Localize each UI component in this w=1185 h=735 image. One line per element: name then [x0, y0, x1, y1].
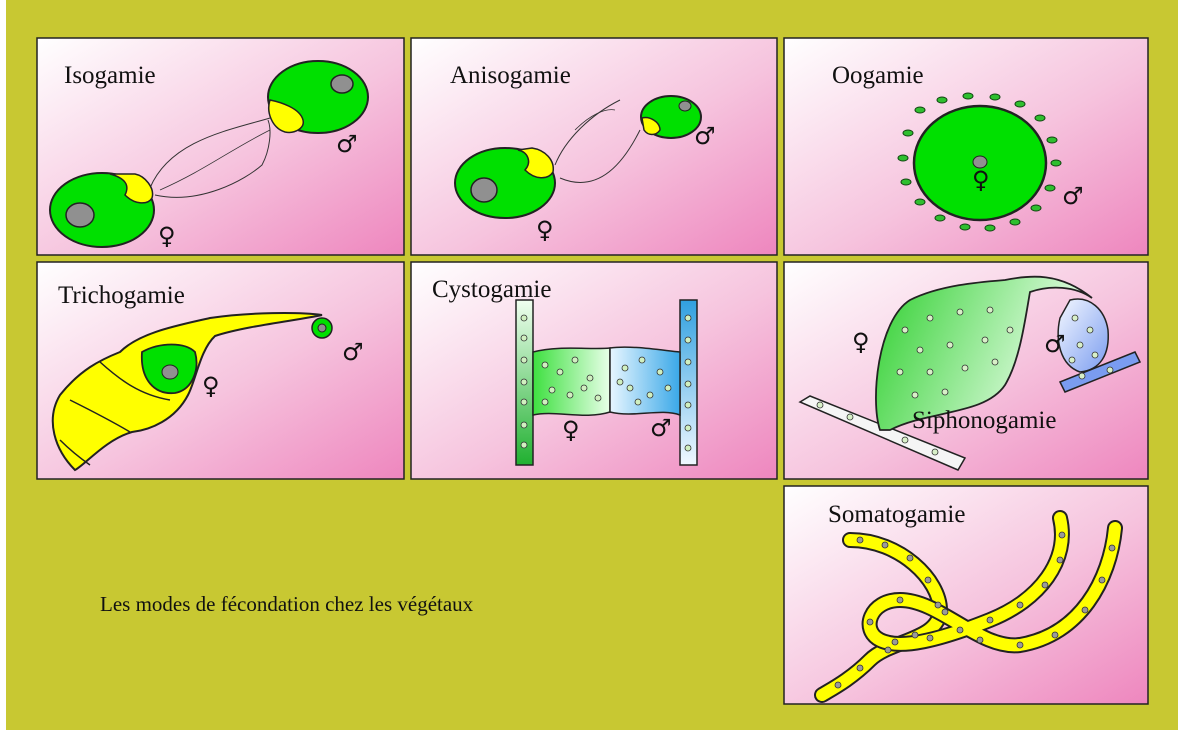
panel-cystogamie: Cystogamie ♀ ♂ — [411, 262, 777, 479]
spermatie — [312, 318, 332, 338]
panel-label-somatogamie: Somatogamie — [828, 501, 965, 528]
isogamete-female — [50, 173, 154, 247]
female-symbol: ♀ — [158, 222, 176, 250]
panel-label-oogamie: Oogamie — [832, 62, 924, 89]
male-symbol: ♂ — [694, 122, 716, 150]
male-symbol: ♂ — [1062, 182, 1084, 210]
male-symbol: ♂ — [1044, 330, 1066, 358]
panel-label-cystogamie: Cystogamie — [432, 276, 551, 303]
male-symbol: ♂ — [336, 130, 358, 158]
anisogamete-female — [455, 148, 555, 218]
female-symbol: ♀ — [852, 328, 870, 356]
female-symbol: ♀ — [202, 372, 220, 400]
male-symbol: ♂ — [342, 338, 364, 366]
panel-siphonogamie: Siphonogamie ♀ ♂ — [784, 262, 1148, 479]
panel-label-anisogamie: Anisogamie — [450, 62, 571, 89]
panel-isogamie: Isogamie ♀ ♂ — [37, 38, 404, 255]
panel-label-trichogamie: Trichogamie — [58, 282, 185, 309]
panel-oogamie: Oogamie ♀ ♂ — [784, 38, 1148, 255]
female-symbol: ♀ — [972, 166, 990, 194]
panel-somatogamie: Somatogamie — [784, 486, 1148, 704]
female-symbol: ♀ — [562, 416, 580, 444]
panel-trichogamie: Trichogamie ♀ ♂ — [37, 262, 404, 479]
panel-label-siphonogamie: Siphonogamie — [912, 407, 1056, 434]
diagram-caption: Les modes de fécondation chez les végéta… — [100, 592, 473, 617]
isogamete-male — [268, 61, 368, 133]
panel-anisogamie: Anisogamie ♀ ♂ — [411, 38, 777, 255]
anisogamete-male — [641, 96, 701, 138]
oosphere — [914, 106, 1046, 220]
panel-label-isogamie: Isogamie — [64, 62, 156, 89]
female-symbol: ♀ — [536, 216, 554, 244]
male-symbol: ♂ — [650, 414, 672, 442]
